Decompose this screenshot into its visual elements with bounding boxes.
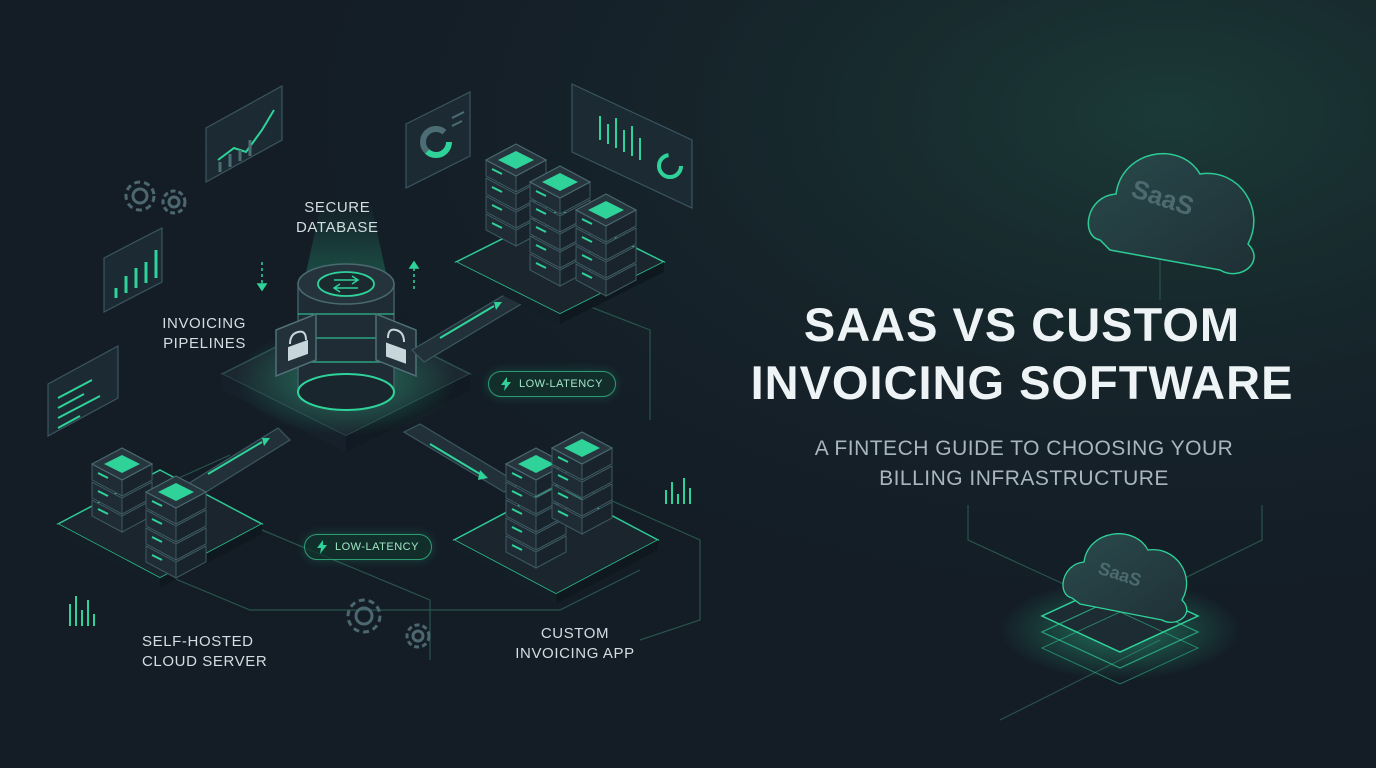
label-invoicing-pipelines: INVOICING PIPELINES [162,315,246,352]
server-icon [550,431,614,535]
lock-icon [275,312,317,378]
server-icon [574,193,638,297]
gear-icon [124,180,187,215]
server-icon [144,475,208,579]
label-self-hosted-cloud-server: SELF-HOSTED CLOUD SERVER [142,633,268,670]
bolt-icon [501,377,511,391]
page-title: SAAS VS CUSTOM INVOICING SOFTWARE [750,298,1294,409]
label-secure-database: SECURE DATABASE [296,199,379,236]
page-subtitle: A FINTECH GUIDE TO CHOOSING YOUR BILLING… [814,437,1234,490]
server-icon [528,165,592,287]
low-latency-badge: LOW-LATENCY [488,371,616,397]
server-stacks [90,143,638,579]
low-latency-badge: LOW-LATENCY [304,534,432,560]
bar-chart-icon [69,596,95,626]
lock-icon [375,312,417,378]
pie-chart-panel [405,91,471,189]
gear-icon [346,598,431,649]
bar-chart-panel [103,227,163,313]
label-custom-invoicing-app: CUSTOM INVOICING APP [515,625,635,662]
bolt-icon [317,540,327,554]
code-panel [47,344,119,438]
cloud-icon: SaaS [1087,152,1255,275]
line-chart-panel [205,84,283,184]
server-icon [90,447,154,533]
dashboard-panel [571,83,693,209]
cloud-stack: SaaS [1000,533,1240,685]
bar-chart-icon [665,478,691,504]
